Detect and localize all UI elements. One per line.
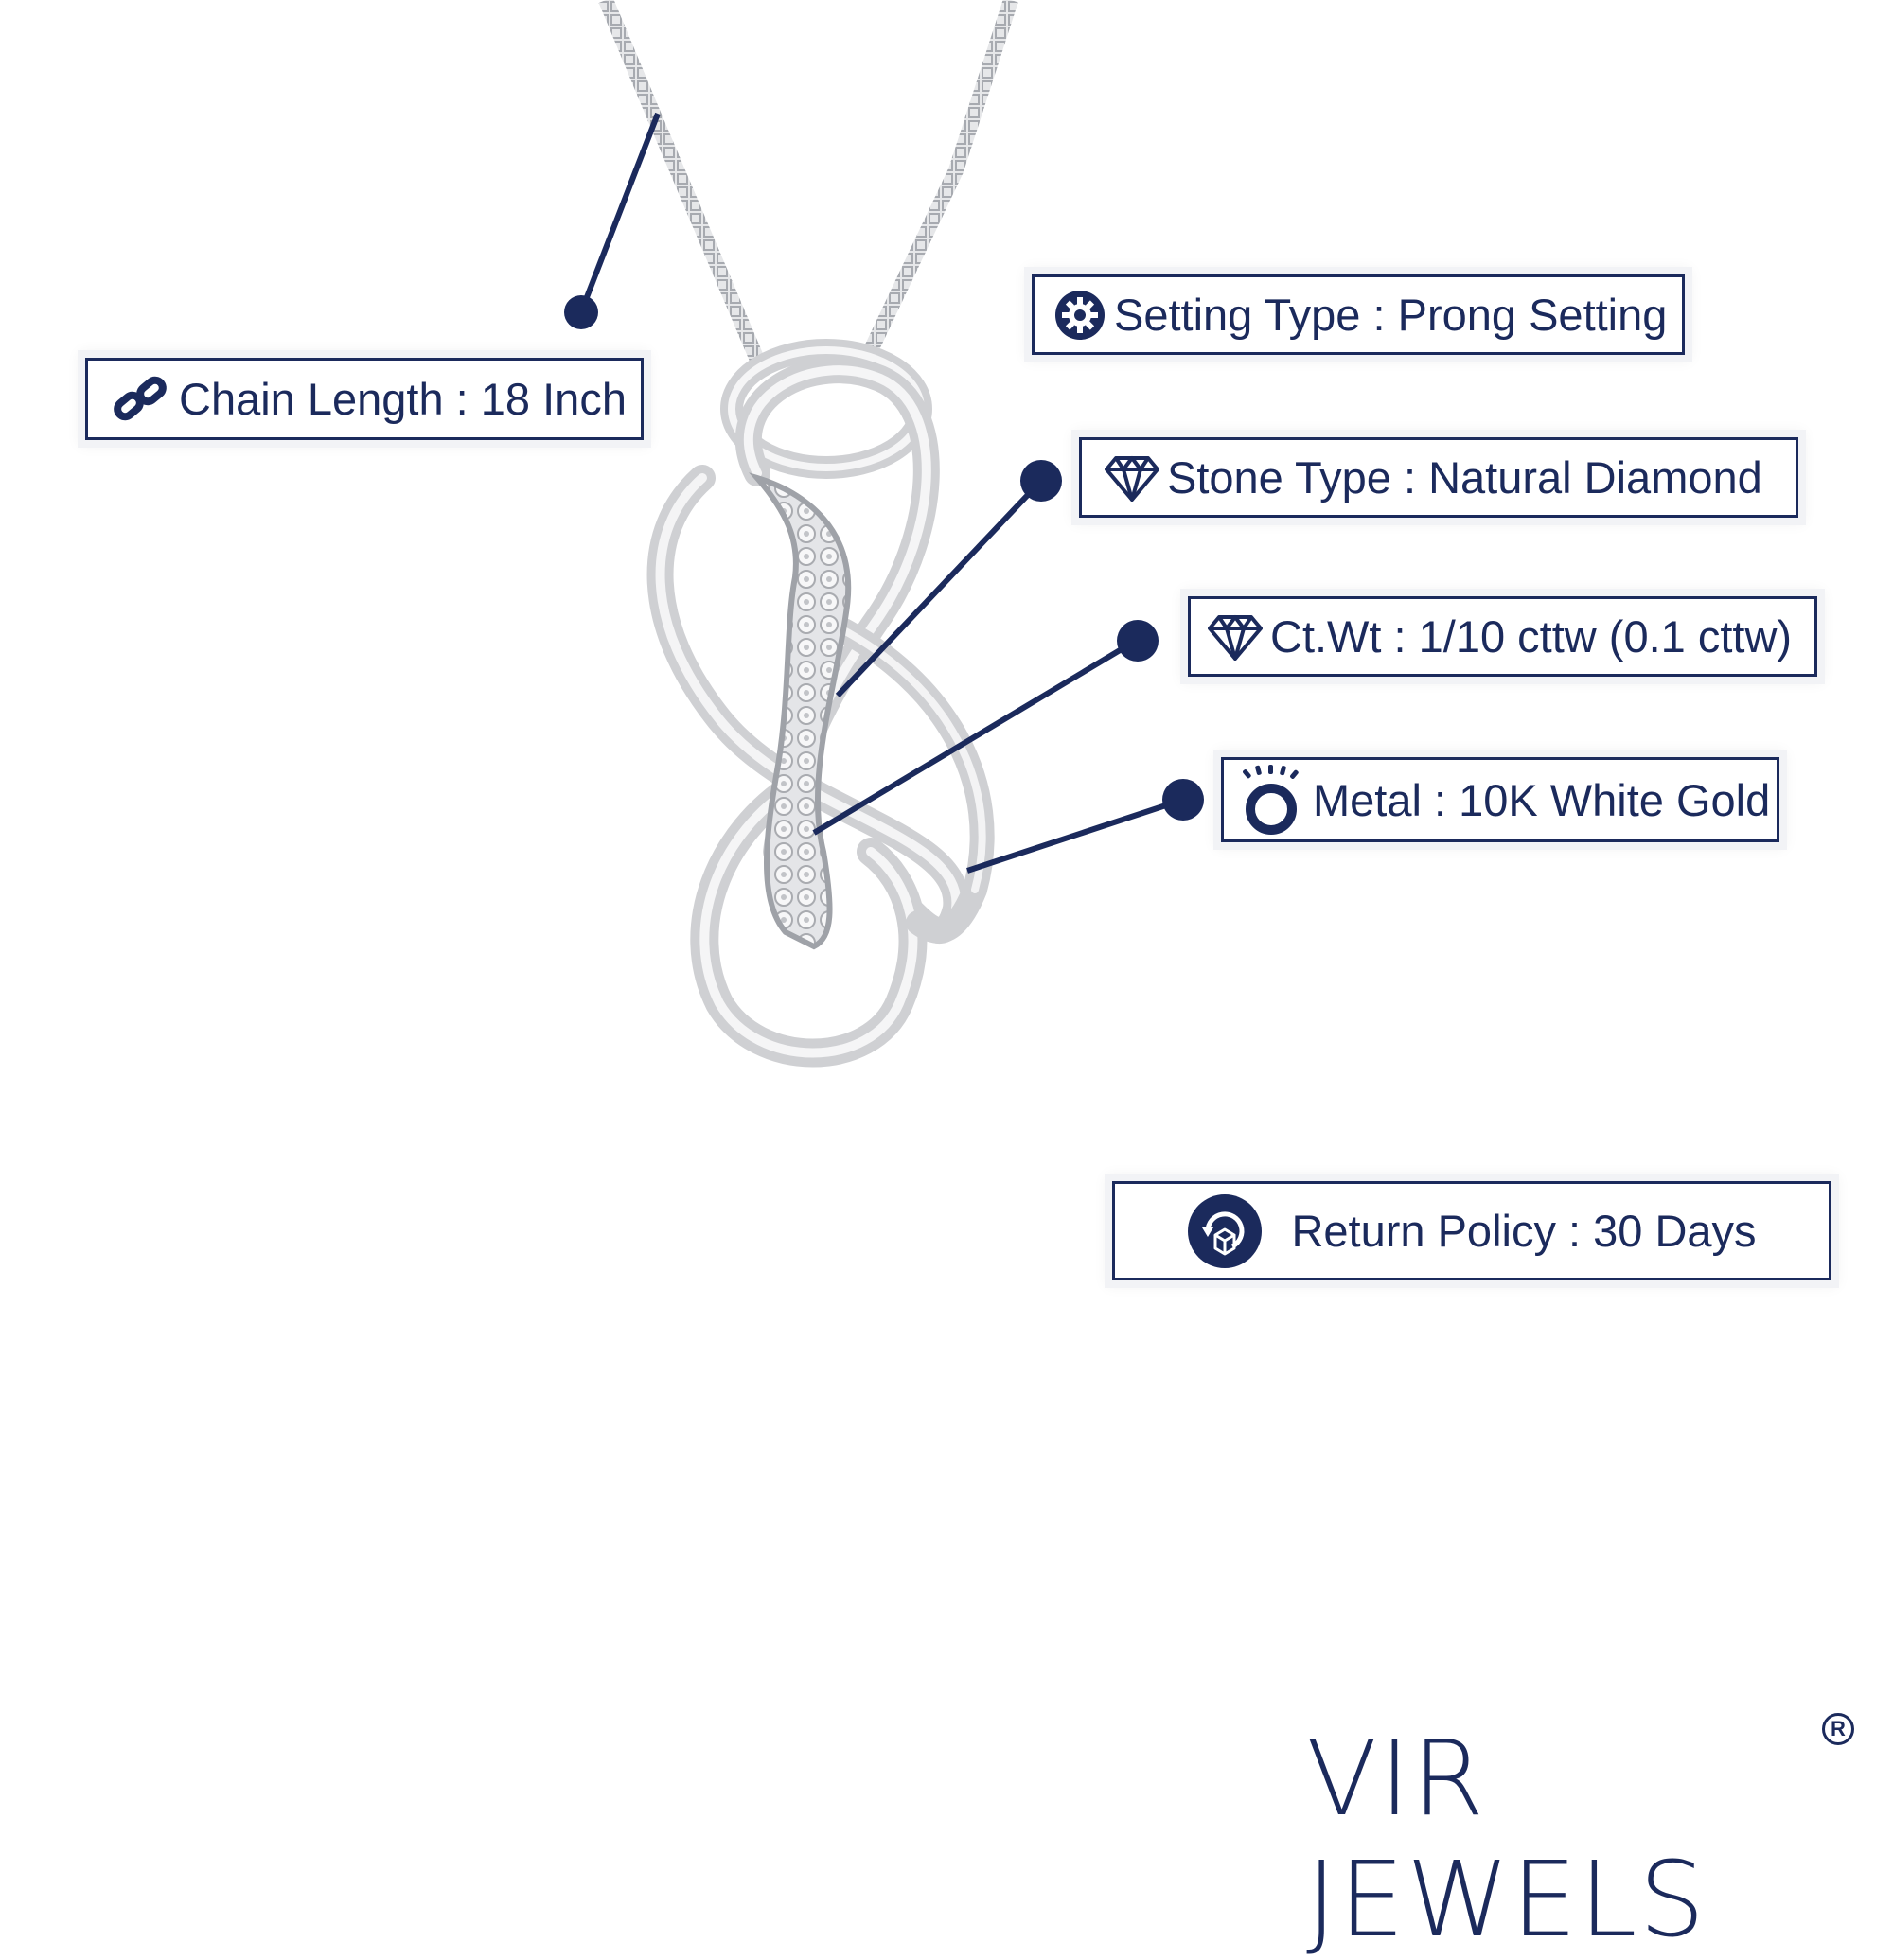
leader-lines [579,112,1184,874]
product-image [564,0,1204,1068]
setting-type-callout: Setting Type : Prong Setting [1032,274,1685,355]
metal-callout: Metal : 10K White Gold [1221,757,1779,842]
product-infographic: Chain Length : 18 Inch Setting [85,0,1854,1960]
chain-length-callout: Chain Length : 18 Inch [85,358,644,440]
diamond-icon [1208,613,1263,661]
stone-type-text: Stone Type : Natural Diamond [1167,452,1762,503]
chain-link-icon [111,372,171,427]
pendant [646,339,995,1068]
diamond-icon [1105,454,1159,502]
carat-weight-callout: Ct.Wt : 1/10 cttw (0.1 cttw) [1188,596,1817,677]
stone-type-callout: Stone Type : Natural Diamond [1079,437,1798,518]
registered-mark: R [1822,1713,1854,1745]
ring-icon [1237,764,1305,836]
metal-text: Metal : 10K White Gold [1313,774,1771,825]
chain [598,0,1018,363]
chain-length-text: Chain Length : 18 Inch [179,374,627,424]
return-policy-callout: Return Policy : 30 Days [1112,1181,1831,1280]
setting-type-text: Setting Type : Prong Setting [1114,290,1668,340]
gear-icon [1053,289,1106,342]
leader-dots [564,295,1204,821]
return-box-icon [1187,1193,1263,1269]
brand-logo: VIR JEWELS [1306,1718,1707,1960]
return-policy-text: Return Policy : 30 Days [1291,1206,1757,1256]
carat-weight-text: Ct.Wt : 1/10 cttw (0.1 cttw) [1270,611,1793,662]
